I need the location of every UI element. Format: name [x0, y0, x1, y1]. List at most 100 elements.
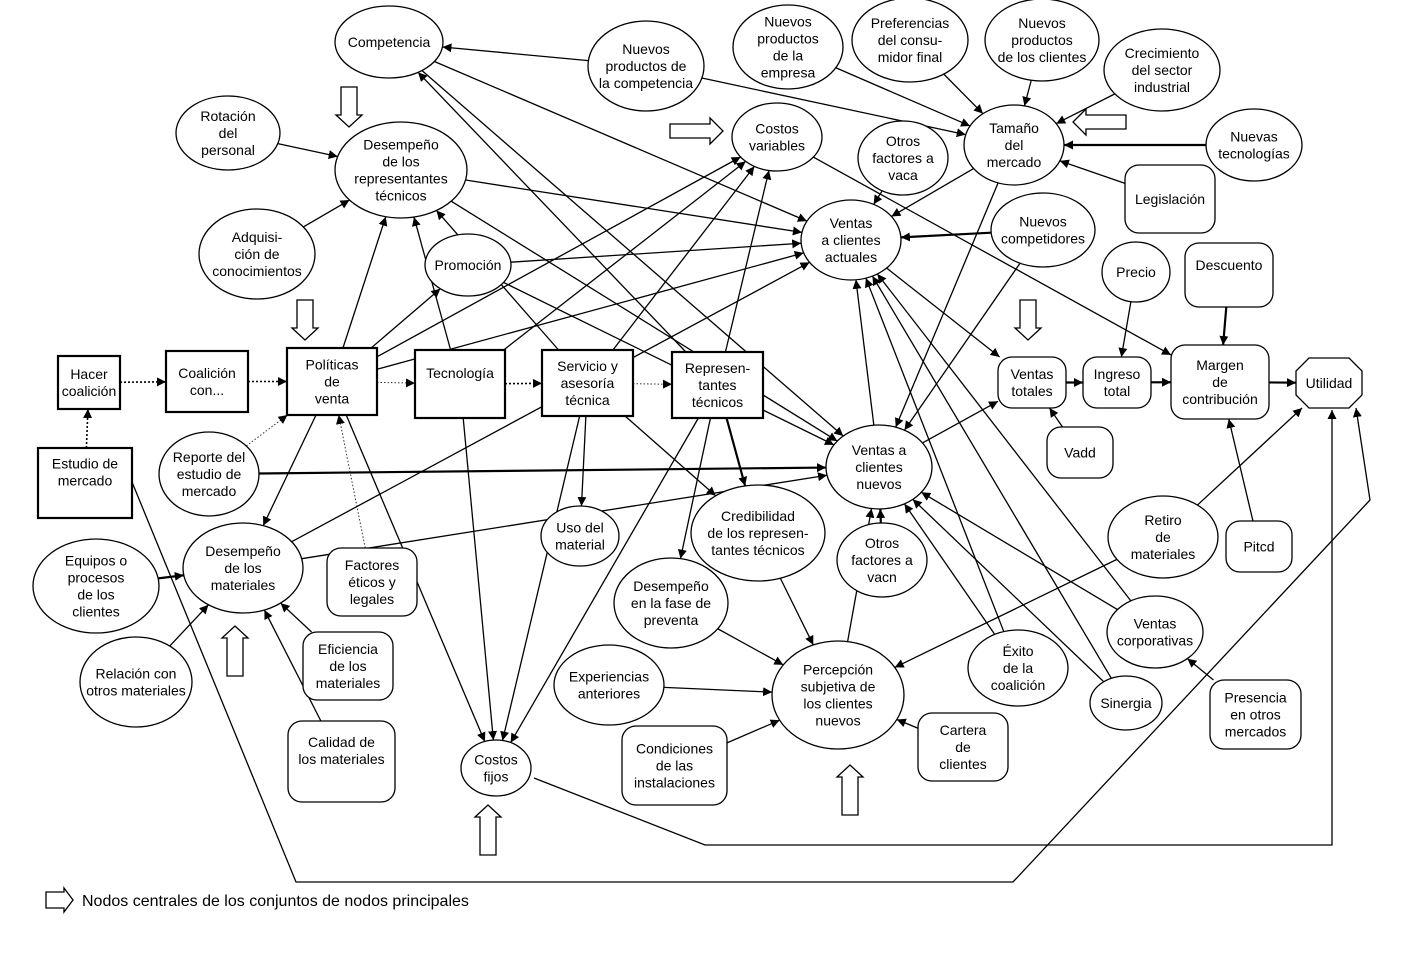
node-shape	[553, 644, 665, 726]
edge-experiencias-to-percepcion	[663, 686, 773, 697]
node-shape	[825, 424, 933, 510]
edge-nuevos_comp-to-ventas_act	[900, 231, 992, 242]
node-label: técnicos	[692, 394, 743, 410]
node-precio[interactable]: Precio	[1101, 241, 1171, 303]
edge-tecnologia-to-costos_fijos	[462, 417, 498, 741]
node-label: mercado	[58, 473, 113, 489]
node-legislacion[interactable]: Legislación	[1124, 164, 1216, 234]
node-label: materiales	[316, 675, 381, 691]
node-shape	[732, 4, 844, 90]
node-shape	[967, 629, 1069, 707]
edge-tamano-to-ventas_nuev	[895, 182, 999, 428]
node-label: Percepción	[803, 662, 873, 678]
node-label: Nuevos	[764, 14, 811, 30]
node-label: otros materiales	[86, 683, 186, 699]
node-label: Pitcd	[1243, 539, 1274, 555]
node-label: material	[555, 537, 605, 553]
node-label: Calidad de	[308, 734, 375, 750]
node-label: Experiencias	[569, 669, 649, 685]
node-vadd[interactable]: Vadd	[1046, 426, 1114, 479]
node-label: personal	[201, 142, 255, 158]
node-utilidad[interactable]: Utilidad	[1295, 357, 1363, 409]
node-shape	[1170, 344, 1270, 420]
node-label: Crecimiento	[1125, 45, 1200, 61]
node-label: de los	[382, 154, 419, 170]
node-label: de	[1155, 529, 1171, 545]
node-pitcd[interactable]: Pitcd	[1225, 520, 1293, 573]
node-shape	[800, 199, 902, 281]
edge-politicas-to-desemp_mat	[262, 414, 317, 526]
node-shape	[1082, 356, 1152, 409]
node-shape	[540, 505, 620, 567]
node-label: Otros	[886, 133, 920, 149]
node-coal_con[interactable]: Coalicióncon...	[164, 349, 250, 414]
node-sinergia[interactable]: Sinergia	[1089, 675, 1163, 731]
node-shape	[1101, 241, 1171, 303]
node-label: Legislación	[1135, 191, 1205, 207]
node-label: Éxito	[1002, 643, 1033, 659]
edge-equipos-to-desemp_mat	[158, 571, 184, 581]
node-promocion[interactable]: Promoción	[424, 233, 512, 297]
node-competencia[interactable]: Competencia	[334, 5, 444, 79]
central-node-arrow-desemp_mat	[220, 625, 250, 677]
node-shape	[1205, 108, 1303, 182]
node-label: Competencia	[348, 34, 431, 50]
node-tecnologia[interactable]: Tecnología	[413, 348, 507, 420]
node-label: legales	[350, 591, 394, 607]
node-descuento[interactable]: Descuento	[1184, 242, 1274, 308]
node-label: Servicio y	[557, 358, 618, 374]
edge-politicas-to-desemp_rep	[342, 216, 388, 349]
edge-retiro-to-percepcion	[894, 558, 1118, 669]
edge-estudio-to-utilidad	[131, 407, 1371, 883]
edge-competencia-to-ventas_act	[434, 60, 808, 222]
edge-sinergia-to-ventas_nuev	[912, 498, 1105, 683]
node-label: tantes	[698, 377, 736, 393]
edge-retiro-to-utilidad	[1197, 407, 1303, 506]
node-shape	[1089, 675, 1163, 731]
node-label: productos	[757, 31, 818, 47]
